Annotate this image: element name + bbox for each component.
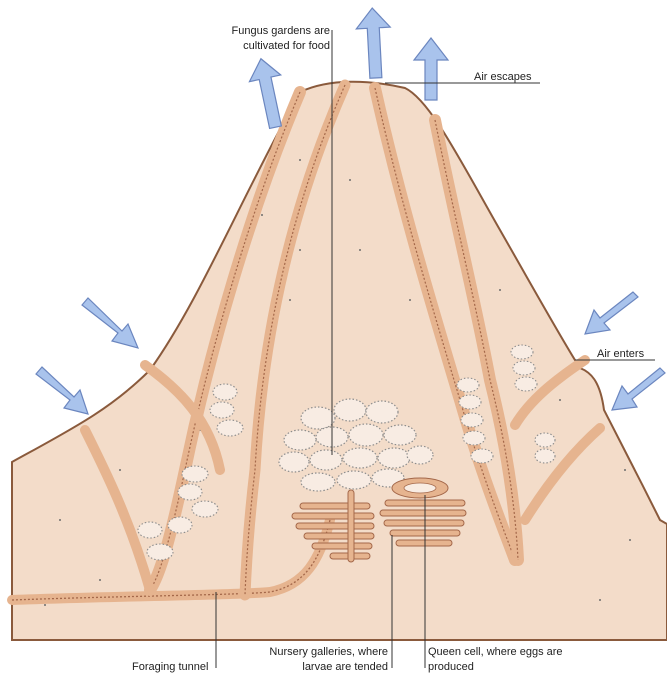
label-queen-line1: Queen cell, where eggs are [428,646,563,658]
label-air-enters: Air enters [597,348,645,360]
label-foraging-tunnel: Foraging tunnel [132,661,208,673]
label-fungus-line2: cultivated for food [243,40,330,52]
label-queen-line2: produced [428,661,474,673]
label-nursery-line2: larvae are tended [302,661,388,673]
label-air-escapes: Air escapes [474,71,532,83]
label-nursery-line1: Nursery galleries, where [269,646,388,658]
label-fungus-line1: Fungus gardens are [232,25,330,37]
queen-cell-interior [404,483,436,493]
